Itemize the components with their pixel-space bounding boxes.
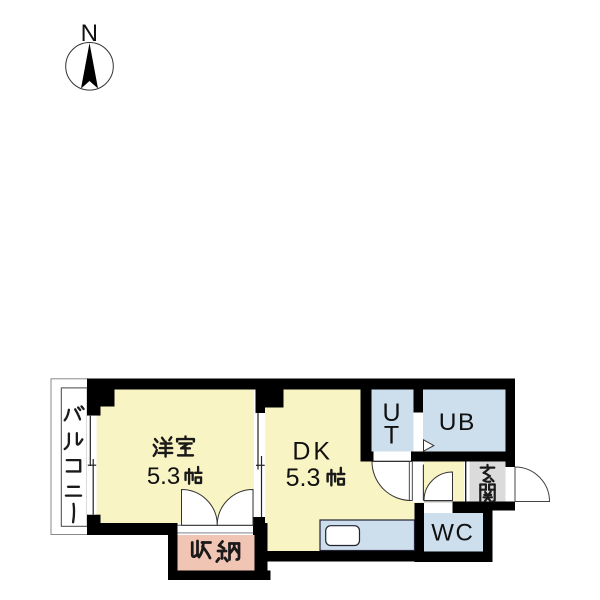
- svg-text:UB: UB: [439, 409, 476, 436]
- svg-text:U: U: [382, 399, 400, 427]
- svg-text:N: N: [81, 20, 98, 47]
- svg-text:5.3: 5.3: [286, 464, 321, 492]
- svg-text:T: T: [384, 422, 399, 450]
- svg-text:WC: WC: [431, 520, 474, 547]
- svg-text:5.3: 5.3: [147, 463, 180, 490]
- svg-text:DK: DK: [292, 437, 333, 465]
